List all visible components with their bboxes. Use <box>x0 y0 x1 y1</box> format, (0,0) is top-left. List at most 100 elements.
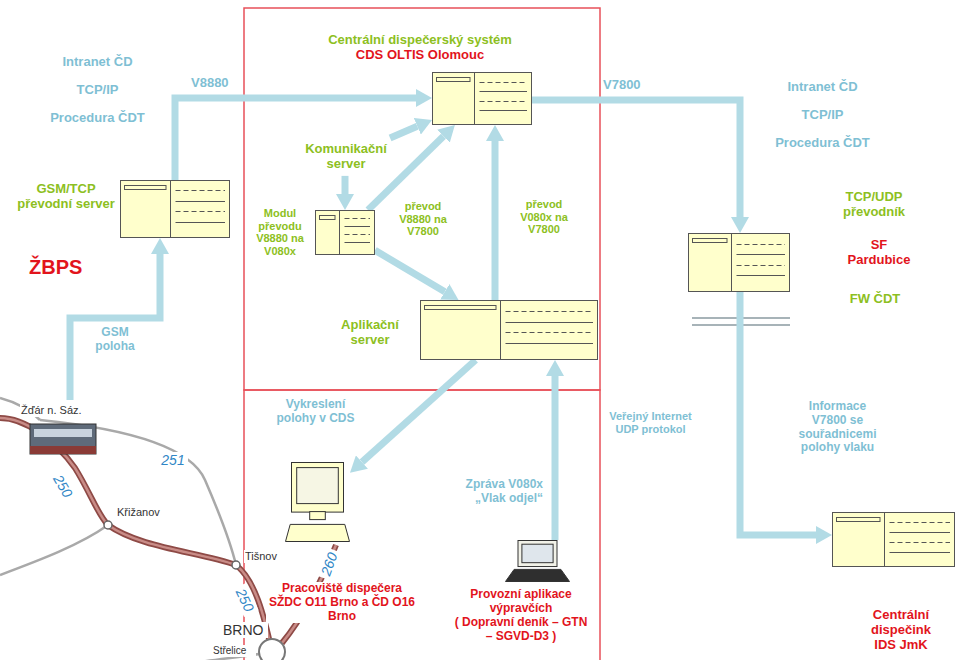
server-case <box>316 211 375 255</box>
laptop-screen <box>518 541 557 567</box>
node-subtext: SF Pardubice <box>838 238 920 268</box>
station-dot <box>232 561 240 569</box>
city-circle <box>259 639 285 660</box>
node-subtext: ( Dopravní deník – GTN – SGVD-D3 ) <box>452 616 590 644</box>
connector-label: převod V8880 na V7800 <box>392 200 454 238</box>
main-rail-line <box>0 418 272 652</box>
server-node: Centrální dispečerský systémCDS OLTIS Ol… <box>432 72 532 125</box>
firewall-label: FW ČDT <box>840 292 910 307</box>
server-panel-line <box>737 254 786 255</box>
server-case <box>433 73 532 125</box>
connector-label: Vykreslení polohy v CDS <box>268 398 363 426</box>
server-panel-line <box>345 226 371 227</box>
network-label: Intranet ČD <box>765 80 880 95</box>
server-divider <box>339 210 340 255</box>
rail-line <box>0 525 108 575</box>
server-case <box>833 513 955 567</box>
network-label: TCP/IP <box>765 108 880 123</box>
laptop-base <box>506 569 570 581</box>
connector-label: V7800 <box>602 78 654 93</box>
laptop-node: Provozní aplikace výpravčích( Dopravní d… <box>505 540 570 582</box>
connector-arrow <box>390 126 417 138</box>
server-case <box>421 301 598 360</box>
server-panel-line <box>890 542 951 543</box>
node-subtext: CDS OLTIS Olomouc <box>300 48 540 63</box>
server-divider <box>170 180 171 238</box>
route-number: 260 <box>316 547 341 581</box>
server-panel-line <box>480 91 528 92</box>
server-panel-line <box>480 101 528 102</box>
link-label: Veřejný Internet UDP protokol <box>603 410 698 435</box>
server-case <box>689 234 790 292</box>
server-divider <box>500 300 501 360</box>
connector-arrow <box>362 360 476 462</box>
place-name: Žďár n. Sáz. <box>20 404 102 417</box>
connector-arrow <box>375 250 445 291</box>
network-label: Intranet ČD <box>40 55 155 70</box>
place-name: Tišnov <box>244 550 286 563</box>
server-panel-line <box>345 242 371 243</box>
server-divider <box>474 72 475 125</box>
server-panel-line <box>176 190 226 191</box>
node-icon <box>120 180 230 238</box>
node-icon <box>688 233 790 292</box>
connector-label: převod V080x na V7800 <box>508 198 580 236</box>
server-panel-line <box>737 275 786 276</box>
server-panel-line <box>176 201 226 202</box>
server-panel-line <box>890 532 951 533</box>
server-node: TCP/UDP převodníkSF Pardubice <box>688 233 790 292</box>
train-picture <box>30 424 96 454</box>
central-region <box>244 8 600 390</box>
server-case <box>121 181 230 238</box>
server-panel-line <box>176 211 226 212</box>
connector-arrow <box>552 376 559 540</box>
connector-label: Zpráva V080x „Vlak odjel“ <box>452 478 544 506</box>
server-node: Centrální dispečink IDS JmK <box>832 512 955 567</box>
connector-arrow <box>492 141 499 300</box>
connector-label: Informace V7800 se souřadnicemi polohy v… <box>790 400 885 455</box>
train-stripe <box>30 446 96 454</box>
workstation-region <box>244 390 600 660</box>
server-panel-line <box>506 311 594 312</box>
server-drive <box>425 306 497 310</box>
network-label: Procedura ČDT <box>40 111 155 126</box>
connector-arrow <box>342 176 349 194</box>
pc-node: Pracoviště dispečera SŽDC O11 Brno a ČD … <box>285 462 350 542</box>
node-heading: Komunikační server <box>300 142 392 172</box>
server-panel-line <box>737 265 786 266</box>
server-drive <box>837 518 881 522</box>
node-heading: Aplikační server <box>326 318 414 348</box>
server-drive <box>693 239 728 243</box>
node-icon <box>285 462 350 542</box>
node-heading: Centrální dispečink IDS JmK <box>860 608 942 653</box>
connector-label: V8880 <box>190 76 242 91</box>
gsm-arrowhead <box>151 238 169 254</box>
link-label: GSM poloha <box>90 326 140 354</box>
node-heading: Provozní aplikace výpravčích <box>452 588 590 616</box>
monitor <box>292 463 344 513</box>
text-node: Komunikační server <box>300 138 392 176</box>
node-heading: Modul převodu V8880 na V080x <box>248 207 312 258</box>
server-panel-line <box>480 110 528 111</box>
node-heading: Pracoviště dispečera SŽDC O11 Brno a ČD … <box>266 582 418 623</box>
network-label: Procedura ČDT <box>765 136 880 151</box>
node-icon <box>505 540 570 582</box>
node-icon <box>420 300 598 360</box>
route-number: 250 <box>49 469 78 503</box>
server-drive <box>125 186 167 190</box>
network-label: TCP/IP <box>40 83 155 98</box>
server-drive <box>320 216 336 220</box>
monitor-screen <box>297 468 339 504</box>
monitor-stand <box>310 512 326 520</box>
laptop-display <box>522 544 553 562</box>
connector-arrow <box>175 98 416 180</box>
node-icon <box>315 210 375 255</box>
server-panel-line <box>345 234 371 235</box>
server-panel-line <box>506 343 594 344</box>
node-icon <box>832 512 955 567</box>
server-panel-line <box>480 82 528 83</box>
server-divider <box>884 512 885 567</box>
server-divider <box>731 233 732 292</box>
server-node: Modul převodu V8880 na V080x <box>315 210 375 255</box>
node-icon <box>432 72 532 125</box>
